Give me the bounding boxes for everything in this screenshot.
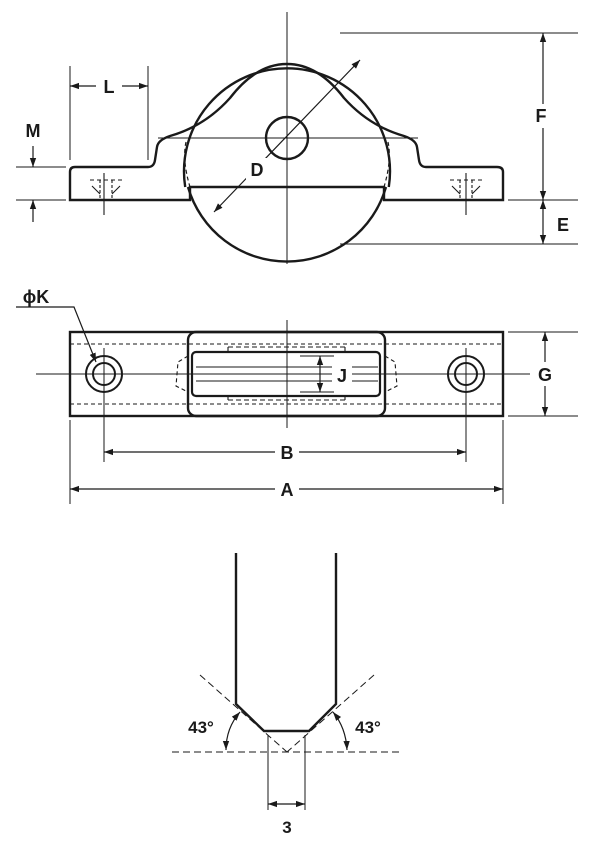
label-groove-width: 3 xyxy=(282,818,291,837)
label-D: D xyxy=(251,160,264,180)
dim-D-line xyxy=(213,59,361,213)
frame-hidden-right xyxy=(383,141,390,188)
label-angle-left: 43° xyxy=(188,718,214,737)
top-view xyxy=(16,306,578,504)
label-B: B xyxy=(281,443,294,463)
frame-hidden-left xyxy=(184,141,191,188)
angle-arc-left xyxy=(222,711,241,751)
label-G: G xyxy=(538,365,552,385)
wheel-lower-arc xyxy=(186,186,388,263)
label-E: E xyxy=(557,215,569,235)
groove-detail xyxy=(172,553,400,810)
label-M: M xyxy=(26,121,41,141)
label-J: J xyxy=(337,366,347,386)
label-A: A xyxy=(281,480,294,500)
label-phiK: ϕK xyxy=(23,287,50,307)
dim-K-leader xyxy=(16,306,97,363)
label-angle-right: 43° xyxy=(355,718,381,737)
label-L: L xyxy=(104,77,115,97)
side-view xyxy=(16,12,578,264)
label-F: F xyxy=(536,106,547,126)
hole-hidden-left xyxy=(90,173,122,215)
hole-hidden-right xyxy=(450,173,482,215)
groove-profile xyxy=(234,553,338,733)
wheel-hidden-arc xyxy=(183,169,186,188)
angle-arc-right xyxy=(332,711,350,751)
